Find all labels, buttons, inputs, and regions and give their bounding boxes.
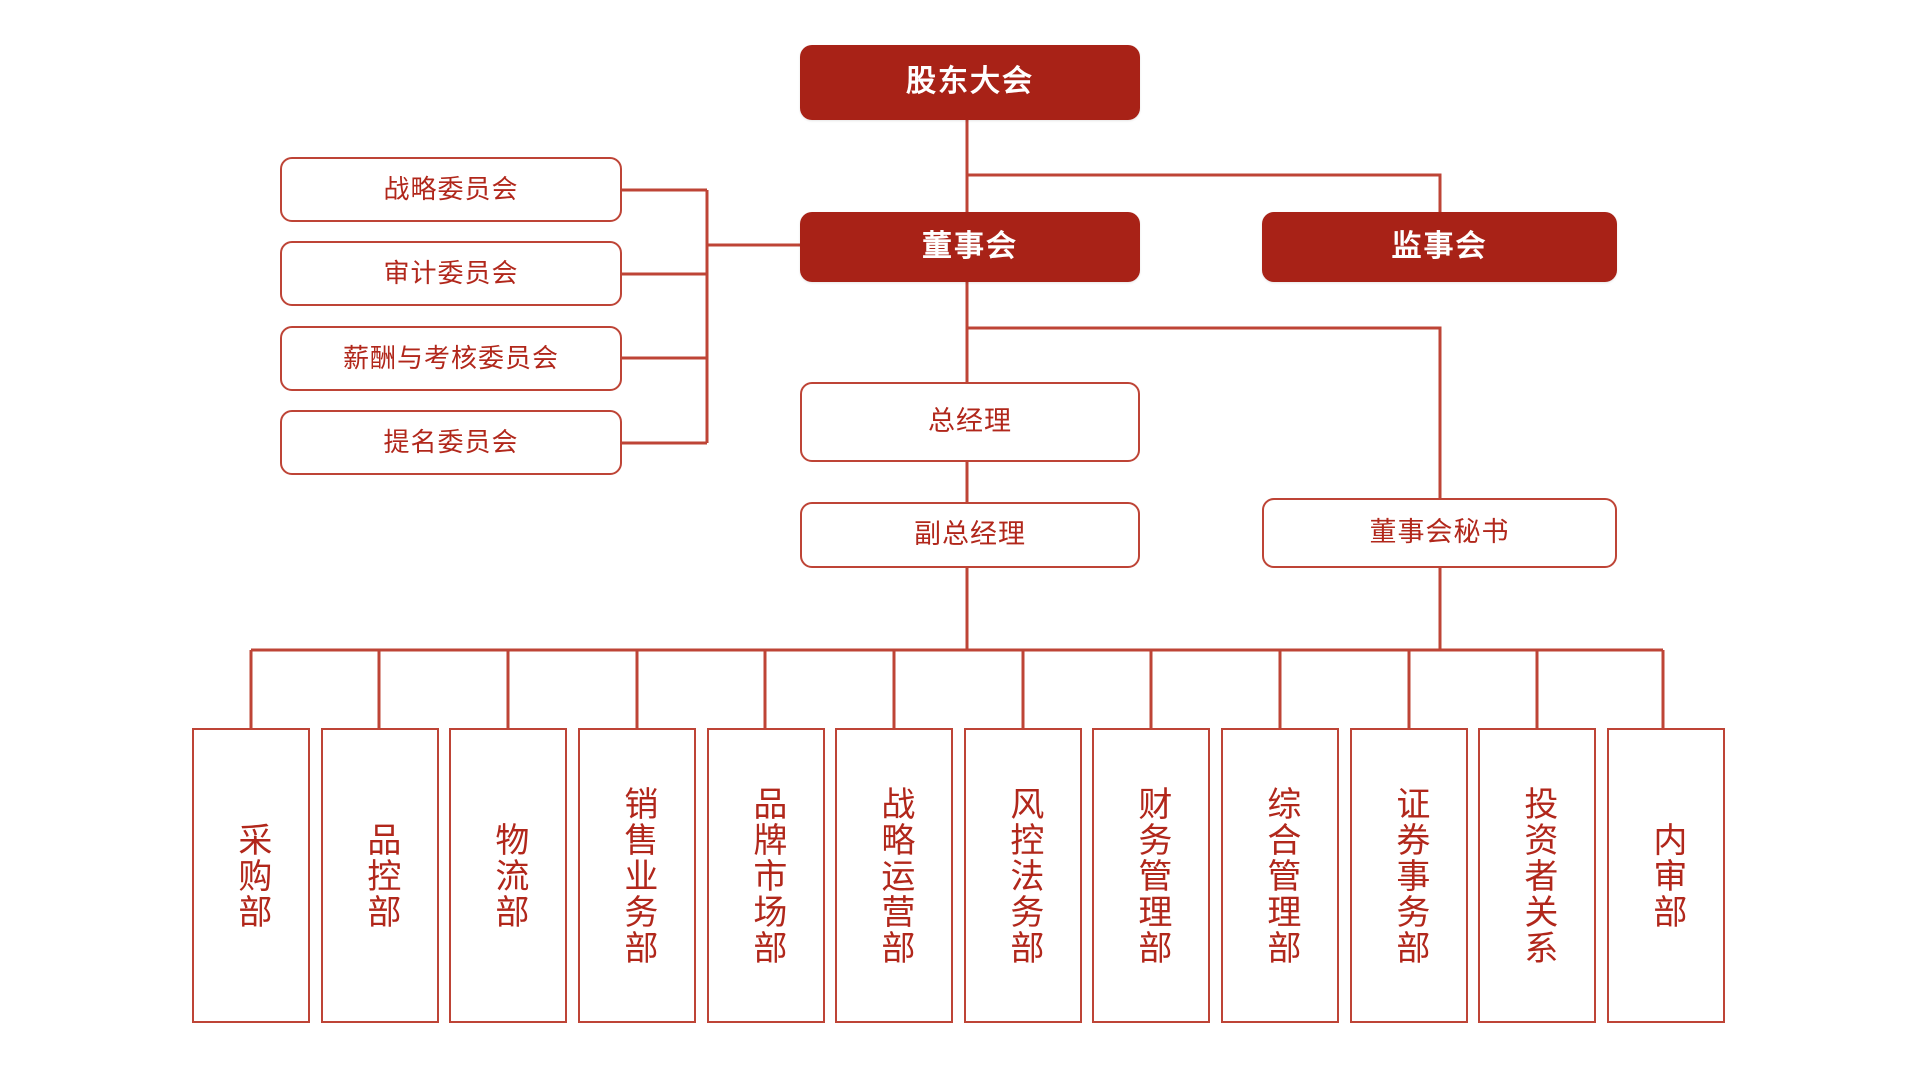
node-department-sales-label: 销售业务部 [618,785,657,966]
node-department-procurement-label: 采购部 [232,821,271,930]
node-board-secretary-label: 董事会秘书 [1369,517,1510,548]
node-committee-strategy[interactable]: 战略委员会 [280,157,622,222]
node-department-risk-legal[interactable]: 风控法务部 [964,728,1082,1023]
node-shareholders-meeting-label: 股东大会 [906,65,1034,99]
node-department-internal-audit[interactable]: 内审部 [1607,728,1725,1023]
node-department-finance-label: 财务管理部 [1132,785,1171,966]
node-committee-nomination[interactable]: 提名委员会 [280,410,622,475]
node-shareholders-meeting[interactable]: 股东大会 [800,45,1140,120]
node-department-sales[interactable]: 销售业务部 [578,728,696,1023]
node-general-manager-label: 总经理 [928,406,1012,437]
edge-shareholders-supervisors [967,173,1442,212]
node-department-strategic-operations[interactable]: 战略运营部 [835,728,953,1023]
node-department-quality-control-label: 品控部 [361,821,400,930]
node-department-general-administration[interactable]: 综合管理部 [1221,728,1339,1023]
node-board-of-supervisors-label: 监事会 [1391,229,1488,263]
node-department-brand-marketing[interactable]: 品牌市场部 [707,728,825,1023]
node-department-finance[interactable]: 财务管理部 [1092,728,1210,1023]
node-department-quality-control[interactable]: 品控部 [321,728,439,1023]
node-department-internal-audit-label: 内审部 [1647,821,1686,930]
node-department-securities-affairs-label: 证券事务部 [1390,785,1429,966]
node-department-risk-legal-label: 风控法务部 [1004,785,1043,966]
node-department-brand-marketing-label: 品牌市场部 [747,785,786,966]
node-department-logistics-label: 物流部 [489,821,528,930]
node-board-of-directors[interactable]: 董事会 [800,212,1140,282]
node-committee-nomination-label: 提名委员会 [383,426,519,457]
node-general-manager[interactable]: 总经理 [800,382,1140,462]
node-board-of-directors-label: 董事会 [922,229,1018,263]
node-deputy-general-manager[interactable]: 副总经理 [800,502,1140,568]
node-board-secretary[interactable]: 董事会秘书 [1262,498,1617,568]
node-department-investor-relations[interactable]: 投资者关系 [1478,728,1596,1023]
node-committee-compensation-assessment[interactable]: 薪酬与考核委员会 [280,326,622,391]
node-department-investor-relations-label: 投资者关系 [1518,785,1557,966]
node-deputy-general-manager-label: 副总经理 [914,519,1026,550]
node-committee-audit[interactable]: 审计委员会 [280,241,622,306]
node-department-securities-affairs[interactable]: 证券事务部 [1350,728,1468,1023]
node-department-general-administration-label: 综合管理部 [1261,785,1300,966]
node-department-procurement[interactable]: 采购部 [192,728,310,1023]
node-department-logistics[interactable]: 物流部 [449,728,567,1023]
node-committee-compensation-assessment-label: 薪酬与考核委员会 [342,342,559,373]
node-department-strategic-operations-label: 战略运营部 [875,785,914,966]
node-board-of-supervisors[interactable]: 监事会 [1262,212,1617,282]
node-committee-strategy-label: 战略委员会 [383,173,519,204]
node-committee-audit-label: 审计委员会 [383,257,519,288]
